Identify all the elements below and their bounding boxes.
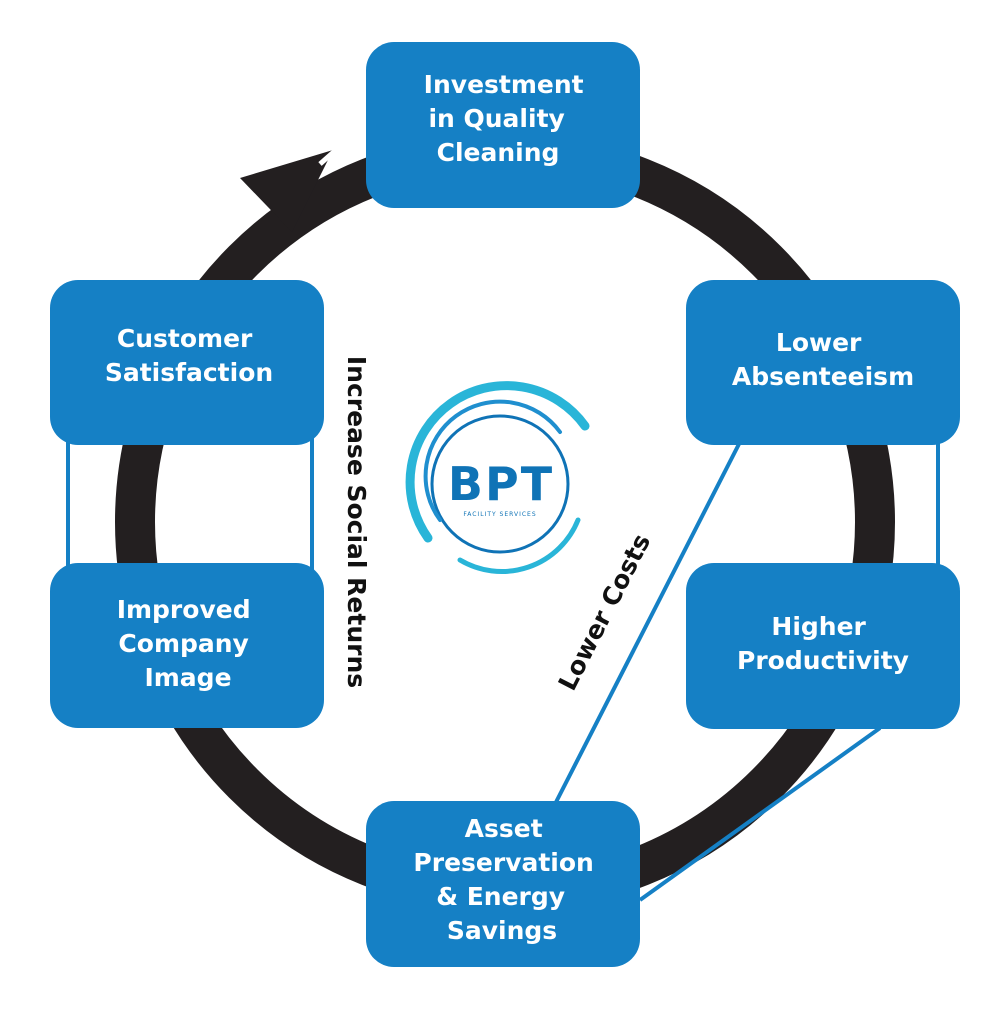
box-investment: Investment in Quality Cleaning <box>366 42 640 208</box>
svg-text:Asset Preservation: Asset Preservation & Energy Savings <box>413 814 602 945</box>
box-asset-line-2: Preservation <box>413 848 593 877</box>
svg-text:Higher Productivity: Higher Productivity <box>737 612 909 675</box>
logo-main-text: BPT <box>448 457 554 511</box>
box-asset-line-3: & Energy <box>436 882 565 911</box>
box-satisfaction-line-2: Satisfaction <box>105 358 273 387</box>
svg-text:Lower Absenteeism: Lower Absenteeism <box>732 328 914 391</box>
box-asset: Asset Preservation & Energy Savings <box>366 801 640 967</box>
logo-swoosh-bottom <box>457 517 581 574</box>
svg-text:Improved Company I: Improved Company Image <box>117 595 260 692</box>
box-satisfaction: Customer Satisfaction <box>50 280 324 445</box>
label-increase-social-returns: Increase Social Returns <box>342 356 371 688</box>
box-image: Improved Company Image <box>50 563 324 728</box>
label-lower-costs: Lower Costs <box>553 529 657 695</box>
box-absenteeism-line-2: Absenteeism <box>732 362 914 391</box>
box-image-line-2: Company <box>118 629 248 658</box>
logo-swoosh-outer <box>405 381 590 543</box>
connector-lower-costs <box>550 441 742 811</box>
box-productivity: Higher Productivity <box>686 563 960 729</box>
connector-productivity-asset <box>638 726 882 902</box>
box-asset-line-4: Savings <box>447 916 557 945</box>
box-image-line-3: Image <box>144 663 231 692</box>
bpt-logo: BPT FACILITY SERVICES <box>405 381 590 574</box>
box-productivity-line-1: Higher <box>771 612 866 641</box>
logo-swoosh-inner <box>423 399 562 522</box>
box-productivity-line-2: Productivity <box>737 646 909 675</box>
cycle-ring <box>115 132 895 912</box>
svg-text:Investment in Quality: Investment in Quality Cleaning <box>424 70 593 167</box>
box-image-line-1: Improved <box>117 595 251 624</box>
box-investment-line-1: Investment <box>424 70 584 99</box>
logo-sub-text: FACILITY SERVICES <box>463 511 536 518</box>
svg-text:Customer Satisfaction: Customer Satisfaction <box>105 324 273 387</box>
box-absenteeism: Lower Absenteeism <box>686 280 960 445</box>
box-satisfaction-line-1: Customer <box>117 324 253 353</box>
arrowhead-icon <box>240 140 347 232</box>
box-asset-line-1: Asset <box>465 814 543 843</box>
box-investment-line-2: in Quality <box>428 104 564 133</box>
box-investment-line-3: Cleaning <box>437 138 560 167</box>
box-absenteeism-line-1: Lower <box>776 328 862 357</box>
